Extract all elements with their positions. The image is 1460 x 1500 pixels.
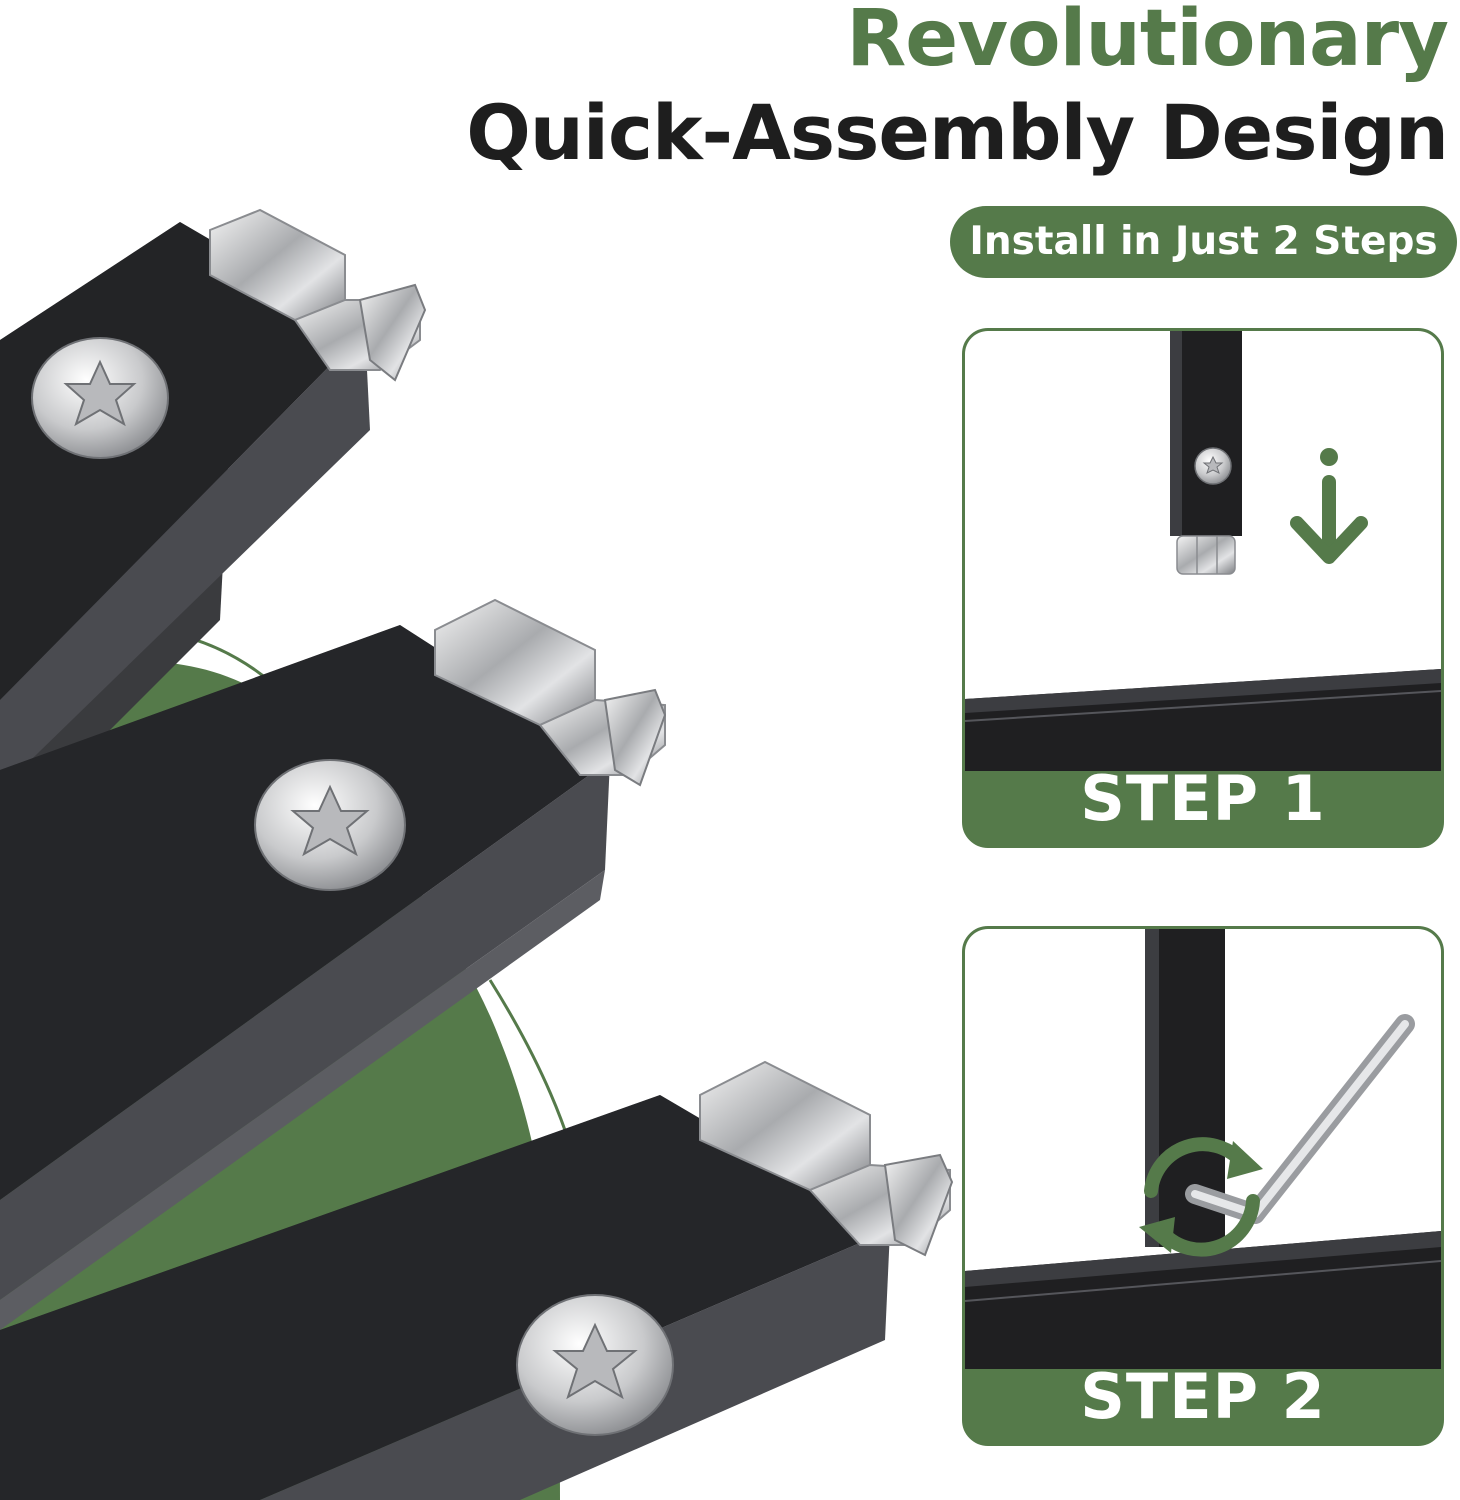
steps-badge: Install in Just 2 Steps [950,206,1457,278]
rotate-arrows-icon [1139,1137,1263,1257]
step-1-card: STEP 1 [962,328,1444,848]
down-arrow-icon [1290,448,1368,564]
heading-main: Quick-Assembly Design [466,88,1449,177]
slat-bottom [0,1060,954,1500]
step-1-illustration [965,331,1441,771]
slat-middle [0,598,667,1330]
step-2-label: STEP 2 [1080,1360,1326,1433]
heading-accent: Revolutionary [846,0,1449,84]
step-2-card: STEP 2 [962,926,1444,1446]
slat-top [0,208,427,790]
step-1-label: STEP 1 [1080,762,1326,835]
